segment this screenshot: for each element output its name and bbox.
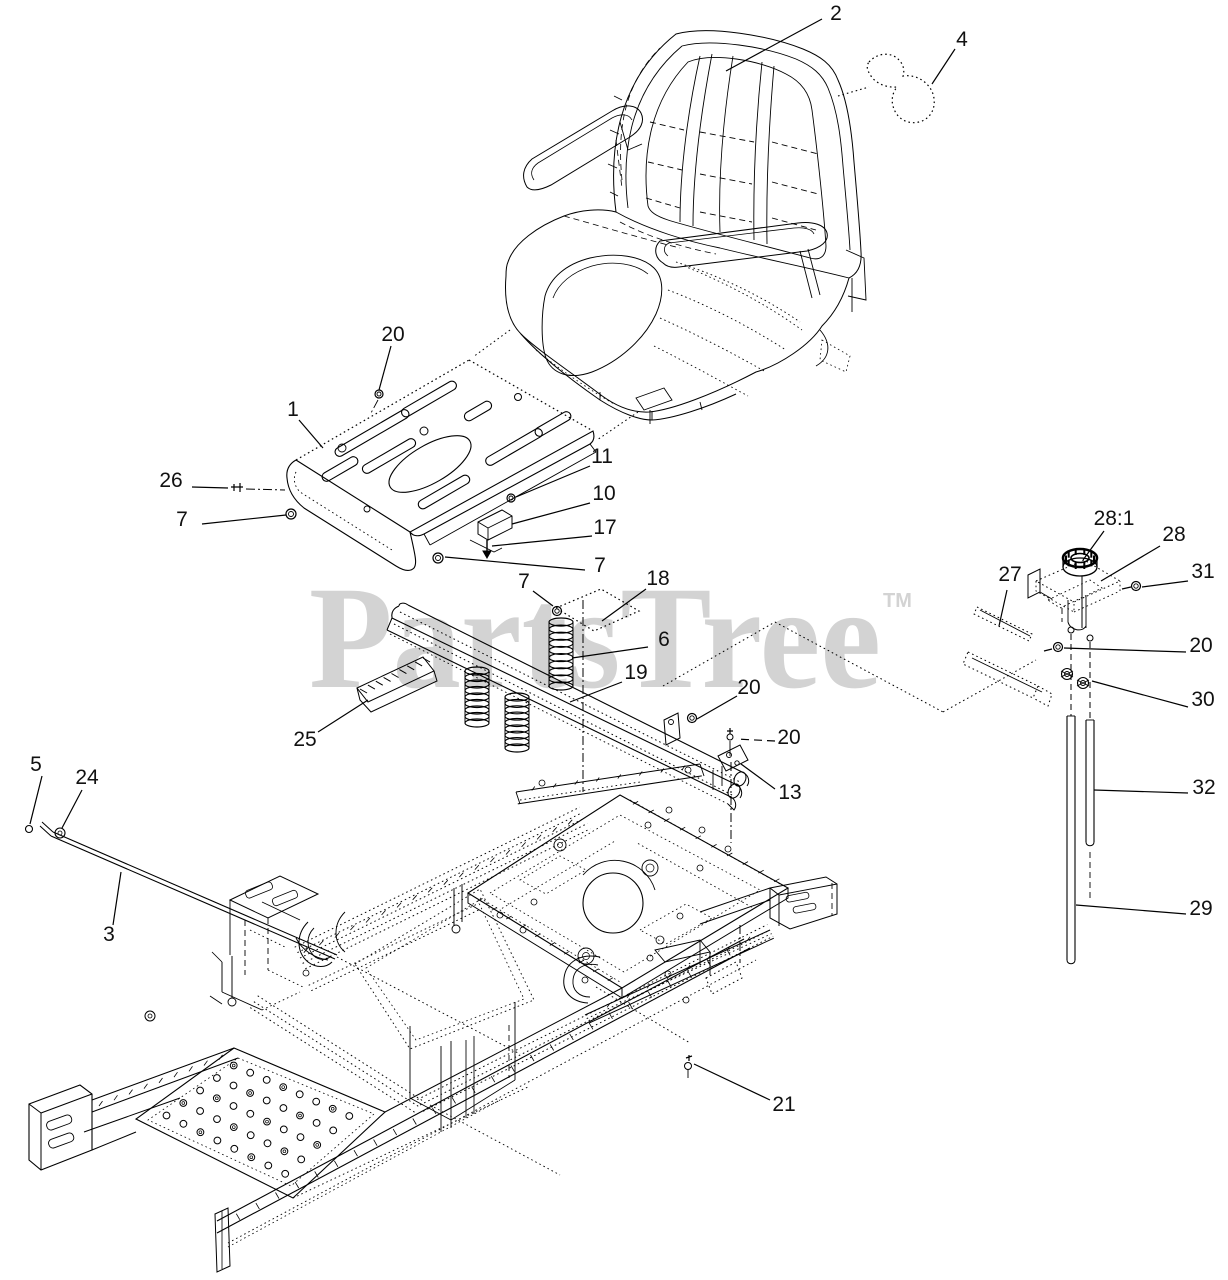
svg-text:28:1: 28:1	[1094, 507, 1135, 530]
svg-text:4: 4	[956, 28, 968, 51]
svg-text:30: 30	[1191, 688, 1214, 711]
svg-text:31: 31	[1191, 560, 1214, 583]
svg-text:7: 7	[176, 508, 188, 531]
svg-text:7: 7	[594, 554, 606, 577]
svg-text:PartsTree: PartsTree	[309, 556, 881, 719]
svg-text:24: 24	[75, 766, 99, 789]
svg-text:21: 21	[772, 1093, 795, 1116]
svg-text:5: 5	[30, 753, 42, 776]
svg-text:29: 29	[1189, 897, 1212, 920]
svg-text:18: 18	[646, 567, 669, 590]
svg-text:6: 6	[658, 628, 670, 651]
svg-text:20: 20	[1189, 634, 1212, 657]
svg-text:28: 28	[1162, 523, 1185, 546]
svg-text:3: 3	[103, 923, 115, 946]
svg-text:7: 7	[518, 570, 530, 593]
svg-text:19: 19	[624, 661, 647, 684]
svg-text:32: 32	[1192, 776, 1215, 799]
svg-text:27: 27	[998, 563, 1021, 586]
svg-text:TM: TM	[883, 590, 912, 612]
svg-text:10: 10	[592, 482, 615, 505]
svg-text:20: 20	[737, 676, 760, 699]
svg-text:20: 20	[777, 726, 800, 749]
svg-text:26: 26	[159, 469, 182, 492]
svg-text:13: 13	[778, 781, 801, 804]
svg-text:1: 1	[287, 398, 299, 421]
svg-text:2: 2	[830, 2, 842, 25]
svg-text:20: 20	[381, 323, 404, 346]
svg-text:11: 11	[591, 445, 613, 468]
svg-text:17: 17	[593, 516, 616, 539]
svg-text:25: 25	[293, 728, 316, 751]
